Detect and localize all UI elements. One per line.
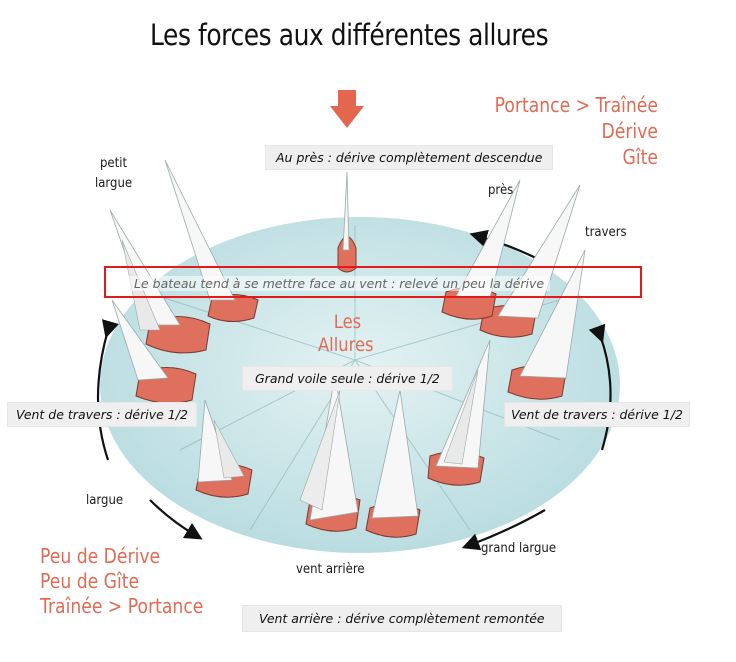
note-line: Portance > Traînée xyxy=(494,93,658,117)
caption-grand-voile: Grand voile seule : dérive 1/2 xyxy=(243,367,452,390)
label-petit: petit xyxy=(100,156,128,171)
downwind-forces-note: Peu de Dérive Peu de Gîte Traînée > Port… xyxy=(40,544,203,619)
note-line: Peu de Gîte xyxy=(40,569,140,593)
note-line: Gîte xyxy=(622,145,658,169)
boat-grand-largue xyxy=(427,339,491,486)
highlight-caption: Le bateau tend à se mettre face au vent … xyxy=(128,276,551,291)
page-title: Les forces aux différentes allures xyxy=(150,18,549,52)
boat-head-to-wind xyxy=(337,171,357,273)
boat-petit-largue-top xyxy=(164,159,259,322)
label-largue: largue xyxy=(86,493,124,508)
wind-arrow-icon xyxy=(330,90,364,128)
caption-vent-arriere: Vent arrière : dérive complètement remon… xyxy=(243,606,561,631)
note-line: Traînée > Portance xyxy=(40,594,204,618)
note-line: Peu de Dérive xyxy=(40,544,161,568)
label-petit-largue: largue xyxy=(95,176,133,191)
caption-travers-left: Vent de travers : dérive 1/2 xyxy=(8,403,196,426)
center-label-line: Allures xyxy=(318,334,374,356)
center-label: Les Allures xyxy=(318,311,374,357)
label-pres: près xyxy=(488,183,514,198)
center-label-line: Les xyxy=(333,311,362,333)
highlight-box xyxy=(104,266,642,298)
note-line: Dérive xyxy=(601,119,658,143)
boat-travers-left xyxy=(111,299,197,404)
label-vent-arriere: vent arrière xyxy=(296,562,365,577)
boat-largue xyxy=(195,399,253,498)
caption-travers-right: Vent de travers : dérive 1/2 xyxy=(505,403,689,426)
label-grand-largue: grand largue xyxy=(481,541,557,556)
boat-vent-arriere xyxy=(299,374,361,532)
caption-au-pres: Au près : dérive complètement descendue xyxy=(266,146,553,169)
direction-arcs xyxy=(96,229,612,551)
label-travers: travers xyxy=(585,225,627,240)
close-hauled-forces-note: Portance > Traînée Dérive Gîte xyxy=(495,92,658,170)
boat-grand-largue-center xyxy=(365,389,421,538)
boat-travers-right xyxy=(507,249,586,400)
